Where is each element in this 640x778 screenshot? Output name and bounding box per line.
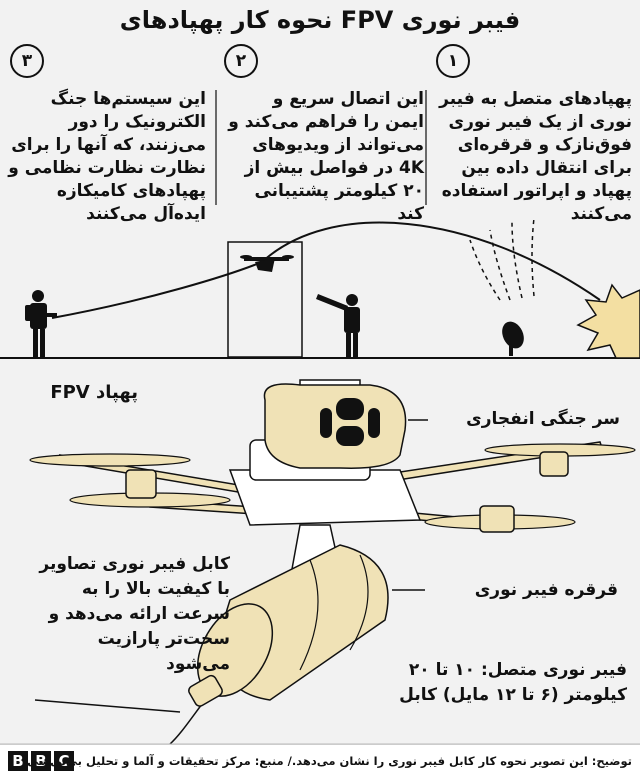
signal-waves-icon: [469, 217, 535, 301]
zoom-box: [227, 241, 303, 358]
motor: [539, 451, 569, 477]
fiber-length-label: فیبر نوری متصل: ۱۰ تا ۲۰ کیلومتر (۶ تا ۱…: [399, 660, 627, 705]
footer-caption: توضیح: این تصویر نحوه کار کابل فیبر نوری…: [27, 754, 632, 768]
soldier-aiming-icon: [316, 294, 360, 357]
drone-section-title: پهپاد FPV: [50, 382, 138, 403]
step-1-text: پهپادهای متصل به فیبر نوری از یک فیبر نو…: [439, 89, 632, 224]
leader-cable: [34, 699, 181, 713]
motor: [479, 505, 515, 533]
step-2-text: این اتصال سریع و ایمن را فراهم می‌کند و …: [228, 89, 424, 224]
warhead-icon: [263, 379, 407, 469]
propeller-blade: [29, 453, 191, 467]
bbc-logo-letter: B: [31, 751, 51, 771]
bbc-logo-letter: C: [54, 751, 74, 771]
satellite-dish-icon: [502, 321, 524, 356]
bbc-logo-letter: B: [8, 751, 28, 771]
warhead-label: سر جنگی انفجاری: [466, 409, 620, 429]
spool-label: قرقره فیبر نوری: [474, 580, 618, 600]
fiber-trajectory: [51, 221, 601, 319]
motor: [125, 469, 157, 499]
operator-soldier-icon: [25, 290, 57, 357]
page-title: نحوه کار پهپادهای FPV فیبر نوری: [119, 6, 521, 34]
small-drone-icon: [240, 255, 294, 272]
explosion-icon: [576, 283, 640, 359]
step-2-number: ۲: [224, 44, 258, 78]
step-3-number: ۳: [10, 44, 44, 78]
cable-description: کابل فیبر نوری تصاویر با کیفیت بالا را ب…: [39, 554, 230, 674]
step-3-text: این سیستم‌ها جنگ الکترونیک را دور می‌زنن…: [8, 89, 206, 224]
fiber-spool-icon: [188, 544, 389, 707]
step-1-number: ۱: [436, 44, 470, 78]
